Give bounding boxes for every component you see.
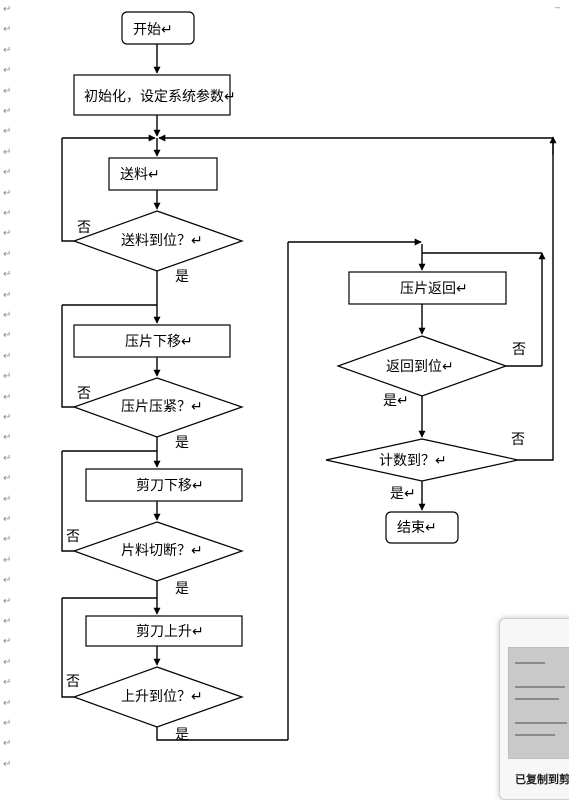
paragraph-mark: ↵ [3, 698, 11, 709]
up-check-no: 否 [66, 674, 80, 690]
cut-check-no: 否 [66, 529, 80, 545]
up-no-loop [61, 598, 74, 698]
paragraph-mark: ↵ [3, 596, 11, 607]
cut-no-loop [61, 451, 74, 552]
paragraph-mark: ↵ [3, 351, 11, 362]
start-label: 开始↵ [133, 22, 173, 38]
return-check-no: 否 [512, 342, 526, 358]
cutter-down-process [85, 468, 243, 502]
end-label: 结束↵ [397, 520, 437, 536]
start-terminal [121, 11, 195, 45]
paragraph-mark: ↵ [3, 453, 11, 464]
paragraph-mark: ↵ [3, 759, 11, 770]
feed-check-yes: 是 [175, 269, 189, 285]
clipboard-thumbnail [508, 647, 569, 759]
press-return-process [348, 271, 507, 305]
paragraph-mark: ↵ [3, 65, 11, 76]
count-no-loop [518, 138, 554, 461]
paragraph-mark: ↵ [3, 167, 11, 178]
paragraph-marks-column: ↵ ↵ ↵ ↵ ↵ ↵ ↵ ↵ ↵ ↵ ↵ ↵ ↵ ↵ ↵ ↵ ↵ ↵ ↵ ↵ ↵ ↵ ↵ ↵ ↵ ↵ ↵ ↵ ↵ ↵ ↵ ↵ ↵ ↵ ↵ ↵ ↵ ↵ [3, 4, 11, 770]
paragraph-mark: ↵ [3, 371, 11, 382]
paragraph-mark: ↵ [3, 4, 11, 15]
feed-no-loop [61, 138, 74, 242]
paragraph-mark: ↵ [3, 555, 11, 566]
paragraph-mark: ↵ [3, 738, 11, 749]
paragraph-mark: ↵ [3, 188, 11, 199]
paragraph-mark: ↵ [3, 677, 11, 688]
corner-mark: _ [554, 0, 561, 9]
up-check-label: 上升到位？↵ [121, 689, 203, 705]
paragraph-mark: ↵ [3, 249, 11, 260]
paragraph-mark: ↵ [3, 106, 11, 117]
connector-bottom [156, 727, 288, 741]
press-no-loop [61, 305, 74, 408]
count-check-label: 计数到？↵ [379, 453, 447, 469]
up-check-yes: 是 [175, 727, 189, 743]
press-check-yes: 是 [175, 435, 189, 451]
init-label: 初始化，设定系统参数↵ [84, 88, 236, 105]
feed-check-label: 送料到位？↵ [121, 233, 203, 249]
paragraph-mark: ↵ [3, 514, 11, 525]
press-return-label: 压片返回↵ [400, 281, 468, 297]
paragraph-mark: ↵ [3, 494, 11, 505]
return-check-yes: 是↵ [383, 393, 409, 409]
feed-label: 送料↵ [120, 167, 160, 183]
end-terminal [385, 511, 459, 544]
paragraph-mark: ↵ [3, 147, 11, 158]
paragraph-mark: ↵ [3, 718, 11, 729]
paragraph-mark: ↵ [3, 126, 11, 137]
return-check-label: 返回到位↵ [386, 359, 454, 375]
paragraph-mark: ↵ [3, 575, 11, 586]
clipboard-caption: 已复制到剪 [515, 773, 569, 786]
paragraph-mark: ↵ [3, 208, 11, 219]
paragraph-mark: ↵ [3, 86, 11, 97]
cutter-up-process [85, 615, 243, 647]
paragraph-mark: ↵ [3, 392, 11, 403]
paragraph-mark: ↵ [3, 473, 11, 484]
count-check-no: 否 [511, 432, 525, 448]
feed-process [108, 157, 218, 191]
paragraph-mark: ↵ [3, 269, 11, 280]
count-check-yes: 是↵ [390, 486, 416, 502]
paragraph-mark: ↵ [3, 432, 11, 443]
press-check-label: 压片压紧？↵ [121, 399, 203, 415]
paragraph-mark: ↵ [3, 636, 11, 647]
cutter-up-label: 剪刀上升↵ [136, 624, 204, 640]
paragraph-mark: ↵ [3, 616, 11, 627]
feed-check-no: 否 [77, 220, 91, 236]
clipboard-popup[interactable]: 已复制到剪 [499, 618, 569, 800]
press-down-process [73, 324, 231, 358]
paragraph-mark: ↵ [3, 657, 11, 668]
paragraph-mark: ↵ [3, 228, 11, 239]
paragraph-mark: ↵ [3, 412, 11, 423]
paragraph-mark: ↵ [3, 290, 11, 301]
cut-check-label: 片料切断？↵ [121, 543, 203, 559]
paragraph-mark: ↵ [3, 534, 11, 545]
press-down-label: 压片下移↵ [125, 334, 193, 350]
press-check-no: 否 [77, 386, 91, 402]
init-process [73, 74, 231, 116]
paragraph-mark: ↵ [3, 45, 11, 56]
paragraph-mark: ↵ [3, 330, 11, 341]
paragraph-mark: ↵ [3, 24, 11, 35]
paragraph-mark: ↵ [3, 310, 11, 321]
cut-check-yes: 是 [175, 581, 189, 597]
cutter-down-label: 剪刀下移↵ [136, 478, 204, 494]
